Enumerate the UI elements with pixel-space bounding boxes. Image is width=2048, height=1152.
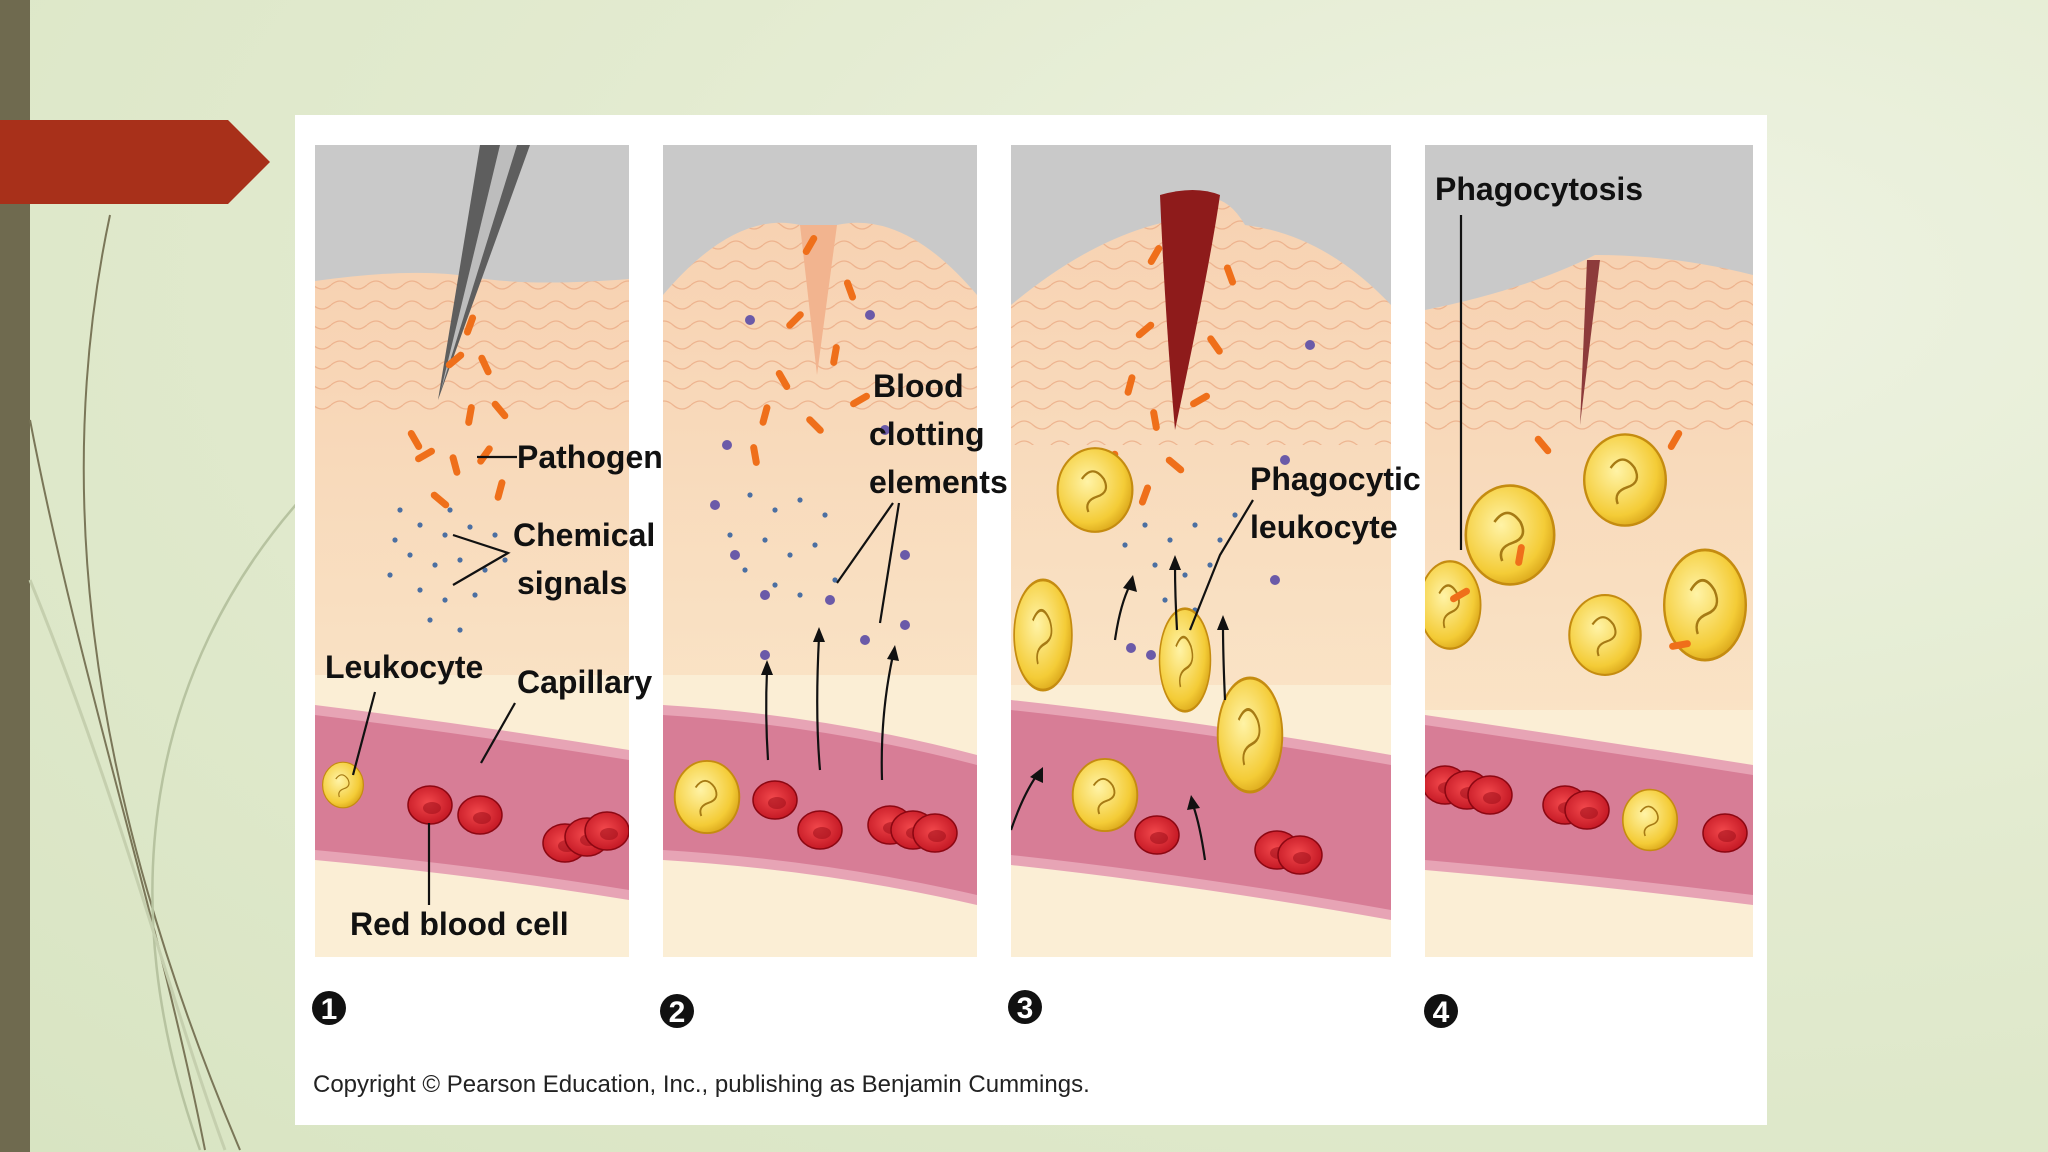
panel-4-number: 4 — [1433, 996, 1450, 1029]
blood-clotting-label-1: Blood — [873, 368, 964, 404]
capillary-leader — [480, 702, 516, 764]
phagocytic-leukocyte-leader — [1188, 499, 1254, 631]
capillary-label: Capillary — [517, 664, 652, 700]
panel-1 — [315, 145, 629, 957]
panel-2-badge — [660, 994, 694, 1028]
panel-4-badge — [1424, 994, 1458, 1028]
panel-1-number: 1 — [321, 993, 338, 1026]
chemical-signals-leader — [452, 533, 511, 586]
panel-2-number: 2 — [669, 996, 686, 1029]
panel-4 — [1425, 145, 1753, 957]
copyright-text: Copyright © Pearson Education, Inc., pub… — [313, 1071, 1090, 1098]
panel-1-badge — [312, 991, 346, 1025]
decorative-curves — [28, 214, 301, 1151]
leukocyte-label: Leukocyte — [325, 649, 483, 685]
red-blood-cell-label: Red blood cell — [350, 906, 569, 942]
pathogen-label: Pathogen — [517, 439, 663, 475]
chemical-signals-label-2: signals — [517, 565, 627, 601]
phagocytic-leukocyte-label-2: leukocyte — [1250, 509, 1398, 545]
figure-svg: Pathogen Chemical signals Leukocyte Capi… — [312, 145, 1753, 1098]
blood-clotting-leader — [836, 502, 901, 624]
title-arrow-shape — [0, 120, 270, 204]
phagocytic-leukocyte-label-1: Phagocytic — [1250, 461, 1421, 497]
panel-2 — [663, 145, 977, 957]
blood-clotting-label-2: clotting — [869, 416, 985, 452]
panel-3-badge — [1008, 990, 1042, 1024]
phagocytosis-label: Phagocytosis — [1435, 171, 1643, 207]
arrow-polygon — [0, 120, 270, 204]
panel-3-number: 3 — [1017, 992, 1034, 1025]
panel-3 — [1011, 145, 1391, 957]
blood-clotting-label-3: elements — [869, 464, 1008, 500]
chemical-signals-label-1: Chemical — [513, 517, 655, 553]
inflammatory-response-figure: Pathogen Chemical signals Leukocyte Capi… — [295, 115, 1767, 1125]
leukocyte-leader — [351, 691, 377, 776]
